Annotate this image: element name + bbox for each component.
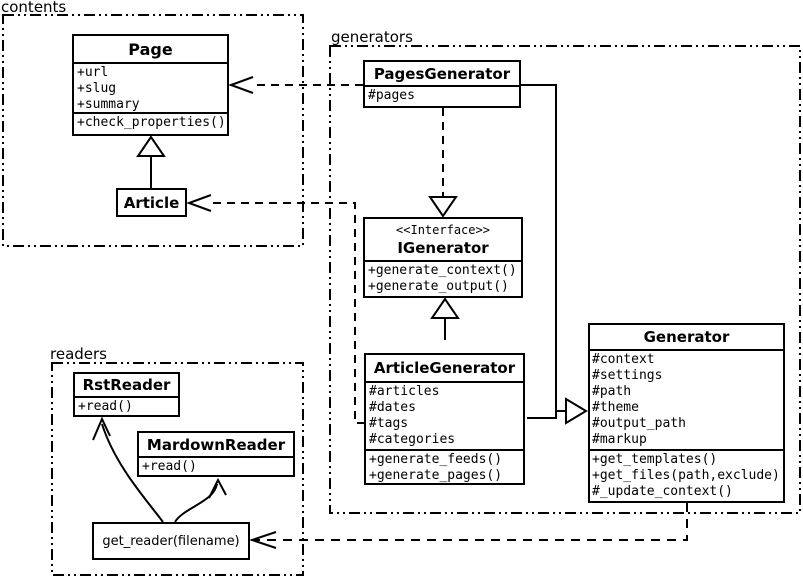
package-readers-border bbox=[51, 362, 304, 576]
mardownreader-method-read: +read() bbox=[142, 459, 197, 474]
arrow-getreader-to-mardownreader bbox=[174, 477, 227, 523]
articlegenerator-attr-categories: #categories bbox=[369, 432, 456, 447]
mardownreader-methods-section: +read() bbox=[139, 456, 293, 475]
class-title-mardownreader: MardownReader bbox=[146, 435, 286, 454]
articlegenerator-attr-dates: #dates bbox=[369, 400, 416, 415]
package-label-readers: readers bbox=[50, 345, 107, 363]
igenerator-method-generate-context: +generate_context() bbox=[368, 263, 517, 278]
arrow-getreader-to-rstreader bbox=[92, 416, 164, 523]
dependency-pagesgenerator-to-page bbox=[228, 76, 363, 94]
generator-attr-theme: #theme bbox=[592, 400, 639, 415]
generator-attr-settings: #settings bbox=[592, 368, 663, 383]
generator-attr-path: #path bbox=[592, 384, 632, 399]
pagesgenerator-attributes-section: #pages bbox=[365, 85, 519, 106]
class-title-pagesgenerator: PagesGenerator bbox=[373, 64, 511, 83]
rstreader-methods-section: +read() bbox=[75, 396, 178, 415]
articlegenerator-attributes-section: #articles #dates #tags #categories bbox=[366, 381, 523, 449]
class-title-article: Article bbox=[123, 193, 180, 212]
articlegenerator-methods-section: +generate_feeds() +generate_pages() bbox=[366, 449, 523, 483]
package-contents-border bbox=[2, 14, 304, 247]
realization-articlegenerator-to-igenerator bbox=[430, 297, 460, 340]
node-get-reader: get_reader(filename) bbox=[92, 522, 250, 560]
generator-attr-markup: #markup bbox=[592, 432, 647, 447]
generalization-article-to-page bbox=[136, 135, 166, 188]
page-attributes-section: +url +slug +summary bbox=[74, 62, 227, 112]
class-title-igenerator: IGenerator bbox=[397, 238, 489, 257]
class-box-page: Page +url +slug +summary +check_properti… bbox=[72, 34, 229, 136]
articlegenerator-method-generate-pages: +generate_pages() bbox=[369, 468, 503, 483]
package-generators-border bbox=[329, 45, 801, 514]
class-title-rstreader: RstReader bbox=[82, 376, 171, 394]
igenerator-title-block: <<Interface>> IGenerator bbox=[365, 219, 521, 260]
class-box-pagesgenerator: PagesGenerator #pages bbox=[363, 60, 521, 108]
articlegenerator-method-generate-feeds: +generate_feeds() bbox=[369, 452, 503, 467]
articlegenerator-attr-tags: #tags bbox=[369, 416, 409, 431]
class-box-rstreader: RstReader +read() bbox=[73, 372, 180, 417]
class-title-articlegenerator: ArticleGenerator bbox=[373, 359, 516, 377]
realization-pagesgenerator-to-igenerator bbox=[428, 108, 458, 218]
pagesgenerator-attr-pages: #pages bbox=[368, 88, 415, 103]
generator-attr-context: #context bbox=[592, 352, 655, 367]
generator-method-get-files: +get_files(path,exclude) bbox=[592, 468, 780, 483]
generator-method-update-context: #_update_context() bbox=[592, 484, 733, 499]
class-box-mardownreader: MardownReader +read() bbox=[137, 431, 295, 477]
articlegenerator-attr-articles: #articles bbox=[369, 384, 440, 399]
page-method-check-properties: +check_properties() bbox=[77, 115, 226, 130]
class-title-page: Page bbox=[128, 39, 173, 59]
rstreader-method-read: +read() bbox=[78, 399, 133, 414]
class-box-article: Article bbox=[116, 188, 187, 217]
get-reader-label: get_reader(filename) bbox=[102, 533, 240, 549]
igenerator-methods-section: +generate_context() +generate_output() bbox=[365, 260, 521, 296]
generator-attributes-section: #context #settings #path #theme #output_… bbox=[590, 349, 783, 449]
igenerator-stereotype: <<Interface>> bbox=[396, 222, 490, 237]
class-box-articlegenerator: ArticleGenerator #articles #dates #tags … bbox=[364, 353, 525, 485]
page-attr-slug: +slug bbox=[77, 81, 117, 96]
generator-methods-section: +get_templates() +get_files(path,exclude… bbox=[590, 449, 783, 501]
igenerator-method-generate-output: +generate_output() bbox=[368, 279, 509, 294]
generalization-generators-to-generator bbox=[521, 84, 588, 425]
generator-attr-output-path: #output_path bbox=[592, 416, 686, 431]
class-title-generator: Generator bbox=[643, 328, 730, 346]
page-attr-url: +url bbox=[77, 65, 109, 80]
page-methods-section: +check_properties() bbox=[74, 112, 227, 134]
package-label-contents: contents bbox=[1, 0, 67, 16]
generator-method-get-templates: +get_templates() bbox=[592, 452, 718, 467]
class-box-igenerator: <<Interface>> IGenerator +generate_conte… bbox=[363, 217, 523, 298]
class-box-generator: Generator #context #settings #path #them… bbox=[588, 323, 785, 503]
package-label-generators: generators bbox=[331, 28, 413, 46]
dependency-generator-to-getreader bbox=[248, 503, 688, 549]
page-attr-summary: +summary bbox=[77, 97, 140, 112]
dependency-articlegenerator-to-article bbox=[186, 194, 365, 424]
